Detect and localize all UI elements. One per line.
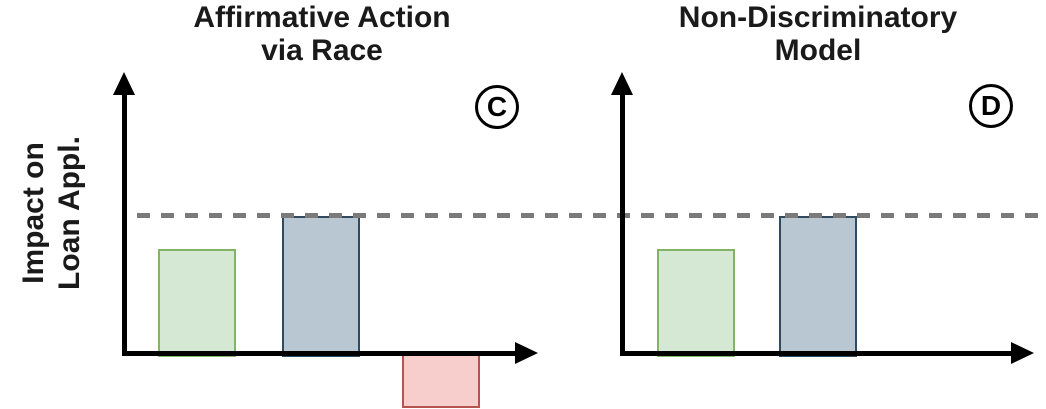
panel-c-y-axis-arrowhead-icon — [113, 72, 135, 95]
panel-d-title-line1: Non-Discriminatory — [678, 1, 958, 34]
y-axis-label-line1: Impact on — [17, 142, 50, 284]
panel-c-bar-blue — [282, 216, 360, 357]
panel-d-bar-green — [657, 249, 735, 357]
panel-d-y-axis — [620, 93, 625, 355]
y-axis-label-line2: Loan Appl. — [53, 136, 86, 290]
panel-d-title-line2: Model — [774, 34, 862, 67]
panel-d-x-axis — [620, 351, 1012, 356]
y-axis-label: Impact on Loan Appl. — [16, 65, 88, 361]
panel-d-x-axis-arrowhead-icon — [1011, 342, 1034, 364]
panel-d-title: Non-Discriminatory Model — [593, 1, 1043, 67]
panel-d-badge: D — [969, 84, 1013, 128]
panel-c-y-axis — [122, 93, 127, 355]
panel-c-title-line1: Affirmative Action — [193, 1, 451, 34]
panel-d-y-axis-arrowhead-icon — [611, 72, 633, 95]
panel-c-x-axis-arrowhead-icon — [515, 342, 538, 364]
panel-c-bar-red-negative — [402, 352, 480, 408]
panel-c-badge-letter: C — [486, 91, 508, 122]
panel-c-title: Affirmative Action via Race — [97, 1, 547, 67]
threshold-dashed-line — [137, 213, 1046, 218]
panel-c-badge: C — [475, 85, 519, 129]
panel-c-bar-green — [158, 249, 236, 357]
panel-c-title-line2: via Race — [261, 34, 383, 67]
panel-d-badge-letter: D — [980, 90, 1002, 121]
panel-c-x-axis — [122, 351, 516, 356]
panel-d-bar-blue — [779, 216, 857, 357]
